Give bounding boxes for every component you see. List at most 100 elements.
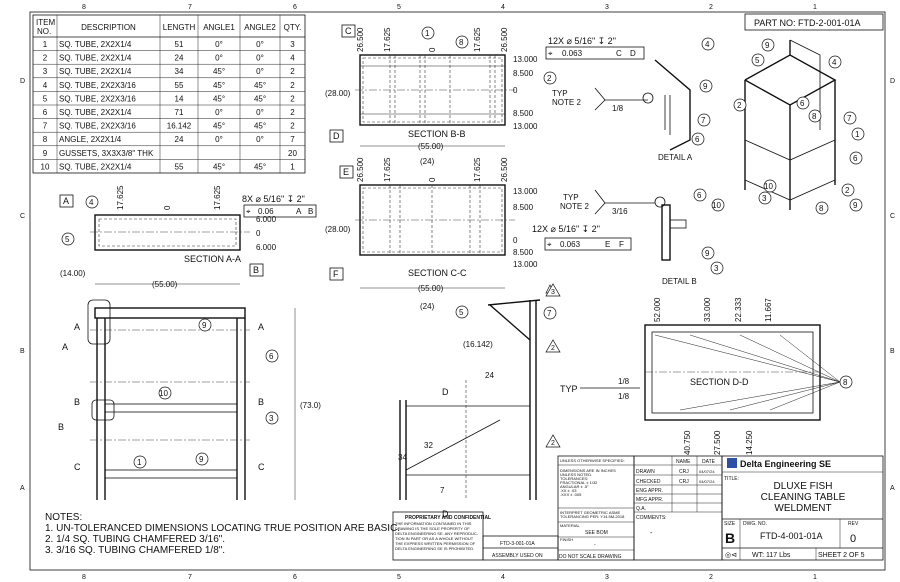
zone-col-label: 1 bbox=[813, 4, 817, 11]
svg-text:(14.00): (14.00) bbox=[60, 269, 86, 278]
bom-cell: 20 bbox=[288, 149, 297, 158]
svg-text:9: 9 bbox=[703, 82, 708, 91]
svg-text:FINISH: FINISH bbox=[560, 537, 573, 542]
svg-text:A: A bbox=[63, 196, 69, 206]
dim: 13.000 bbox=[513, 55, 538, 64]
svg-text:14.250: 14.250 bbox=[745, 430, 754, 455]
bom-cell: 2 bbox=[290, 81, 295, 90]
part-number-box bbox=[744, 13, 884, 31]
svg-text:7: 7 bbox=[701, 116, 706, 125]
bom-cell: 45° bbox=[254, 94, 266, 103]
bom-cell: SQ. TUBE, 2X2X1/4 bbox=[59, 162, 132, 171]
bom-cell: 0° bbox=[215, 40, 223, 49]
bom-cell: 0° bbox=[256, 135, 264, 144]
svg-text:7: 7 bbox=[847, 114, 852, 123]
zone-labels: 8 7 6 5 4 3 2 1 8 7 6 5 4 3 2 1 D C B A … bbox=[20, 4, 895, 581]
svg-text:0.06: 0.06 bbox=[258, 207, 274, 216]
svg-text:9: 9 bbox=[199, 455, 204, 464]
svg-text:A: A bbox=[62, 342, 68, 352]
bom-cell: 45° bbox=[213, 94, 225, 103]
company-logo bbox=[727, 458, 737, 468]
svg-text:⌖: ⌖ bbox=[246, 207, 251, 216]
side-view: 5 7 3 2 2 (16.142) 24 34 32 7 D D bbox=[398, 283, 561, 519]
svg-text:0.063: 0.063 bbox=[560, 240, 581, 249]
svg-text:26.500: 26.500 bbox=[356, 157, 365, 182]
svg-text:THE INFORMATION CONTAINED IN T: THE INFORMATION CONTAINED IN THIS bbox=[395, 521, 472, 526]
svg-text:(55.00): (55.00) bbox=[152, 280, 178, 289]
bom-cell: 5 bbox=[43, 94, 48, 103]
svg-text:3: 3 bbox=[714, 264, 719, 273]
svg-text:1/8: 1/8 bbox=[618, 377, 630, 386]
svg-text:.XX ± .03: .XX ± .03 bbox=[560, 488, 577, 493]
dim: 0 bbox=[428, 47, 437, 52]
svg-text:24: 24 bbox=[485, 371, 494, 380]
bom-cell: SQ. TUBE, 2X2X3/16 bbox=[59, 122, 136, 131]
svg-text:8.500: 8.500 bbox=[513, 203, 534, 212]
zone-row-label: B bbox=[20, 348, 25, 355]
svg-text:DELTA ENGINEERING SE. ANY REPR: DELTA ENGINEERING SE. ANY REPRODUC- bbox=[395, 531, 479, 536]
bom-cell: 0° bbox=[215, 135, 223, 144]
svg-text:CRJ: CRJ bbox=[679, 479, 689, 485]
svg-text:13.000: 13.000 bbox=[513, 187, 538, 196]
bom-cell: 2 bbox=[290, 94, 295, 103]
svg-text:(28.00): (28.00) bbox=[325, 225, 351, 234]
dim: 13.000 bbox=[513, 122, 538, 131]
svg-text:3/16: 3/16 bbox=[612, 207, 628, 216]
zone-col-label: 3 bbox=[605, 574, 609, 581]
dim: 26.500 bbox=[500, 27, 509, 52]
zone-col-label: 2 bbox=[709, 4, 713, 11]
svg-text:NOTE 2: NOTE 2 bbox=[552, 98, 581, 107]
bom-cell: 2 bbox=[43, 54, 48, 63]
zone-row-label: C bbox=[890, 213, 895, 220]
zone-col-label: 2 bbox=[709, 574, 713, 581]
hole-callout: 12X ⌀ 5/16" ↧ 2" bbox=[532, 224, 600, 234]
svg-text:9: 9 bbox=[765, 41, 770, 50]
zone-col-label: 8 bbox=[82, 574, 86, 581]
svg-text:TITLE:: TITLE: bbox=[724, 476, 739, 482]
svg-text:UNLESS NOTED.: UNLESS NOTED. bbox=[560, 472, 592, 477]
material-value: SEE BOM bbox=[585, 530, 608, 536]
bom-cell: 55 bbox=[175, 162, 184, 171]
note-item: 1. UN-TOLERANCED DIMENSIONS LOCATING TRU… bbox=[45, 523, 400, 534]
svg-text:D: D bbox=[442, 509, 449, 519]
svg-text:B: B bbox=[308, 207, 313, 216]
svg-text:5: 5 bbox=[459, 308, 464, 317]
notes-title: NOTES: bbox=[45, 512, 82, 523]
bom-cell: 45° bbox=[213, 122, 225, 131]
notes: NOTES: 1. UN-TOLERANCED DIMENSIONS LOCAT… bbox=[45, 512, 400, 556]
zone-col-label: 8 bbox=[82, 4, 86, 11]
svg-text:17.625: 17.625 bbox=[383, 157, 392, 182]
dim: 8.500 bbox=[513, 109, 534, 118]
svg-text:FRACTIONAL ± 1/32: FRACTIONAL ± 1/32 bbox=[560, 480, 598, 485]
title-block: PROPRIETARY AND CONFIDENTIAL THE INFORMA… bbox=[392, 455, 884, 561]
svg-text:2: 2 bbox=[737, 101, 742, 110]
svg-text:52.000: 52.000 bbox=[653, 297, 662, 322]
bom-cell: 45° bbox=[254, 122, 266, 131]
bom-cell: ANGLE, 2X2X1/4 bbox=[59, 135, 122, 144]
bom-cell: 0° bbox=[256, 67, 264, 76]
svg-text:32: 32 bbox=[424, 441, 433, 450]
zone-col-label: 6 bbox=[293, 574, 297, 581]
svg-text:⌖: ⌖ bbox=[547, 240, 552, 249]
bom-cell: SQ. TUBE, 2X2X1/4 bbox=[59, 54, 132, 63]
section-marker-label: C bbox=[345, 26, 352, 36]
bom-cell: 1 bbox=[43, 40, 48, 49]
svg-text:C: C bbox=[258, 462, 265, 472]
svg-text:8: 8 bbox=[819, 204, 824, 213]
svg-text:D: D bbox=[442, 387, 449, 397]
zone-col-label: 5 bbox=[397, 574, 401, 581]
svg-text:27.500: 27.500 bbox=[713, 430, 722, 455]
detail-b-view: DETAIL B 6 10 9 3 bbox=[654, 188, 725, 286]
svg-text:TOLERANCING PER: Y14.5M-2018: TOLERANCING PER: Y14.5M-2018 bbox=[560, 514, 625, 519]
bom-cell: 2 bbox=[290, 122, 295, 131]
svg-text:1: 1 bbox=[137, 458, 142, 467]
svg-text:COMMENTS:: COMMENTS: bbox=[636, 515, 667, 521]
svg-text:6: 6 bbox=[853, 154, 858, 163]
drawing-title: WELDMENT bbox=[774, 503, 831, 514]
svg-text:13.000: 13.000 bbox=[513, 260, 538, 269]
bom-cell: 6 bbox=[43, 108, 48, 117]
svg-text:22.333: 22.333 bbox=[734, 297, 743, 322]
svg-text:-: - bbox=[650, 530, 653, 537]
svg-text:3: 3 bbox=[551, 289, 555, 296]
svg-text:-: - bbox=[594, 542, 596, 548]
